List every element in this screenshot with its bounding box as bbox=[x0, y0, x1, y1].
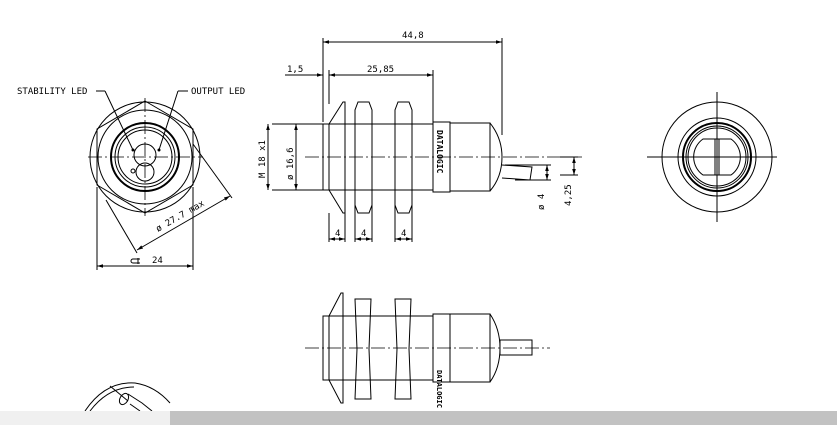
stability-led-label: STABILITY LED bbox=[17, 87, 87, 97]
bottom-brand-label: DATALOGIC bbox=[435, 370, 443, 408]
diameter-max-label: ø 27.7 max bbox=[155, 199, 207, 235]
overall-length-label: 44,8 bbox=[402, 31, 424, 41]
wrench-icon bbox=[130, 258, 140, 264]
nut2-width-label: 4 bbox=[361, 229, 366, 239]
flange-label: 1,5 bbox=[287, 65, 303, 75]
isometric-view-partial bbox=[84, 382, 171, 412]
rear-view bbox=[647, 92, 777, 222]
bottom-view: DATALOGIC bbox=[305, 292, 550, 408]
diameter-label: ø 16,6 bbox=[286, 147, 296, 180]
nut1-width-label: 4 bbox=[335, 229, 340, 239]
wrench-size-label: 24 bbox=[152, 256, 163, 266]
cable-diameter-label: ø 4 bbox=[537, 194, 547, 210]
output-led-label: OUTPUT LED bbox=[191, 87, 245, 97]
front-view: STABILITY LED OUTPUT LED ø 27.7 max 24 bbox=[17, 87, 245, 270]
brand-label: DATALOGIC bbox=[435, 130, 444, 174]
thread-length-label: 25,85 bbox=[367, 65, 394, 75]
side-view: 44,8 1,5 25,85 DATALOGIC M 18 x1 ø 16,6 … bbox=[258, 31, 582, 242]
nut3-width-label: 4 bbox=[401, 229, 406, 239]
horizontal-scrollbar-thumb[interactable] bbox=[170, 411, 837, 425]
cable-offset-label: 4,25 bbox=[564, 184, 574, 206]
thread-label: M 18 x1 bbox=[258, 140, 268, 178]
